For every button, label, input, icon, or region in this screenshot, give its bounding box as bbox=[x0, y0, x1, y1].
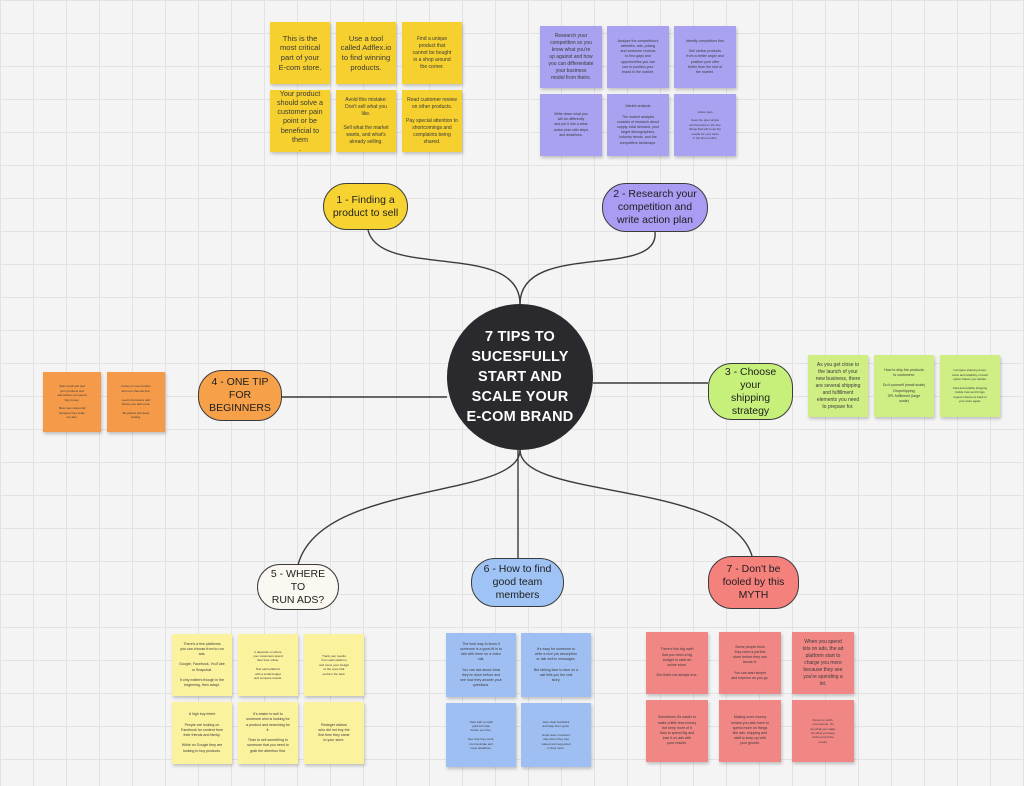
sticky-note[interactable]: It's easier to sell to someone who is lo… bbox=[238, 702, 298, 764]
sticky-note[interactable]: Compare shipping times, costs and reliab… bbox=[940, 355, 1000, 417]
sticky-note[interactable]: Research your competition so you know wh… bbox=[540, 26, 602, 88]
sticky-note[interactable]: When you spend lots on ads, the ad platf… bbox=[792, 632, 854, 694]
sticky-note[interactable]: There's this big myth that you need a bi… bbox=[646, 632, 708, 694]
topic-dont-be-fooled-myth[interactable]: 7 - Don't be fooled by this MYTH bbox=[708, 556, 799, 609]
topic-shipping-strategy[interactable]: 3 - Choose your shipping strategy bbox=[708, 363, 793, 420]
sticky-note[interactable]: Read customer review on other products. … bbox=[402, 90, 462, 152]
sticky-note[interactable]: Analyze the competition's websites, ads,… bbox=[607, 26, 669, 88]
sticky-note[interactable]: Action plan Keep the plan simple and foc… bbox=[674, 94, 736, 156]
sticky-note[interactable]: Market analysis The market analysis cons… bbox=[607, 94, 669, 156]
sticky-note[interactable]: It's easy for someone to write a nice jo… bbox=[521, 633, 591, 697]
connector-t7 bbox=[519, 449, 753, 557]
topic-research-competition[interactable]: 2 - Research your competition and write … bbox=[602, 183, 708, 232]
sticky-note[interactable]: Identify competitors first Sell similar … bbox=[674, 26, 736, 88]
sticky-note[interactable]: Track your results from each platform an… bbox=[304, 634, 364, 696]
sticky-note[interactable]: Focus on one product and one channel fir… bbox=[107, 372, 165, 432]
connector-t5 bbox=[297, 449, 521, 566]
sticky-note[interactable]: As you get close to the launch of your n… bbox=[808, 355, 868, 417]
sticky-note[interactable]: Making more money means you also have to… bbox=[719, 700, 781, 762]
connector-t1 bbox=[367, 229, 521, 305]
topic-tip-for-beginners[interactable]: 4 - ONE TIP FOR BEGINNERS bbox=[198, 370, 282, 421]
topic-find-team-members[interactable]: 6 - How to find good team members bbox=[471, 558, 564, 607]
sticky-note[interactable]: The best way to know if someone is a goo… bbox=[446, 633, 516, 697]
sticky-note[interactable]: Avoid this mistake: Don't sell what you … bbox=[336, 90, 396, 152]
sticky-note[interactable]: Use a tool called Adflex.io to find winn… bbox=[336, 22, 396, 84]
sticky-note[interactable]: How to ship the products to customers: D… bbox=[874, 355, 934, 417]
central-topic[interactable]: 7 TIPS TO SUCESFULLY START AND SCALE YOU… bbox=[447, 304, 593, 450]
sticky-note[interactable]: Focus on profit, not revenue. It's not w… bbox=[792, 700, 854, 762]
sticky-note[interactable]: A high buy intent People are looking on … bbox=[172, 702, 232, 764]
sticky-note[interactable]: Some people think they need a perfect st… bbox=[719, 632, 781, 694]
sticky-note[interactable]: Retarget visitors who did not buy the fi… bbox=[304, 702, 364, 764]
sticky-note[interactable]: Sometimes it's easier to make a little l… bbox=[646, 700, 708, 762]
sticky-note[interactable]: This is the most critical part of your E… bbox=[270, 22, 330, 84]
sticky-note[interactable]: It depends on where your customers spend… bbox=[238, 634, 298, 696]
topic-finding-a-product[interactable]: 1 - Finding a product to sell bbox=[323, 183, 408, 230]
sticky-note[interactable]: Give clear feedback and help them grow. … bbox=[521, 703, 591, 767]
sticky-note[interactable]: Start with a small paid test task before… bbox=[446, 703, 516, 767]
sticky-note[interactable]: There's a few platforms you can choose f… bbox=[172, 634, 232, 696]
sticky-note[interactable]: Find a unique product that cannot be bou… bbox=[402, 22, 462, 84]
sticky-note[interactable]: Start small and test your products and a… bbox=[43, 372, 101, 432]
sticky-note[interactable]: Write down what you will do differently … bbox=[540, 94, 602, 156]
connector-t2 bbox=[519, 231, 656, 305]
topic-where-to-run-ads[interactable]: 5 - WHERE TO RUN ADS? bbox=[257, 564, 339, 610]
sticky-note[interactable]: Your product should solve a customer pai… bbox=[270, 90, 330, 152]
